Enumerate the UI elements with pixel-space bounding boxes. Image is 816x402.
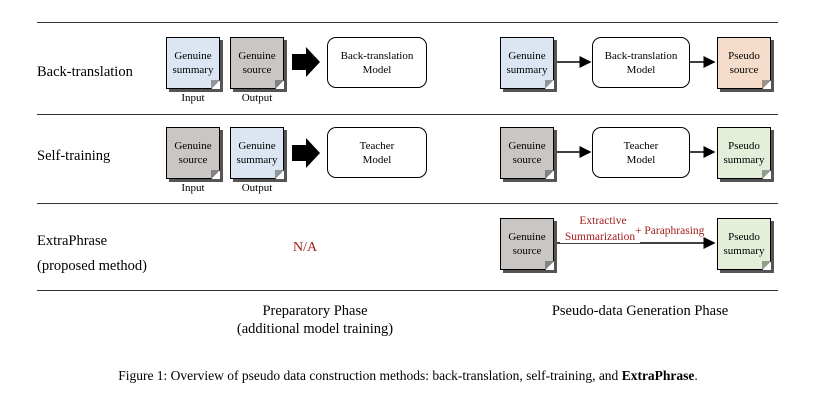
doc-genuine-summary-gen: Genuine summary (500, 37, 554, 89)
generation-phase-label: Pseudo-data Generation Phase (551, 303, 729, 319)
doc-genuine-summary-prep: Genuine summary (166, 37, 220, 89)
phase-title: Preparatory Phase (262, 303, 368, 319)
doc-label: Pseudo summary (723, 140, 765, 166)
na-label: N/A (293, 240, 318, 255)
doc-label: Genuine source (174, 140, 212, 166)
top-rule (37, 22, 778, 23)
doc-label: Genuine source (238, 50, 276, 76)
row-label-back-translation: Back-translation (37, 64, 133, 80)
doc-label: Genuine summary (236, 140, 278, 166)
extractive-label: Extractive (579, 215, 627, 227)
model-label: Teacher Model (623, 139, 659, 166)
back-translation-model-prep: Back-translation Model (327, 37, 427, 88)
block-arrow-row2 (292, 138, 320, 168)
model-label: Back-translation Model (604, 49, 678, 76)
doc-label: Genuine summary (506, 50, 548, 76)
doc-genuine-source-prep2: Genuine source (166, 127, 220, 179)
row-label-extraphrase: ExtraPhrase (37, 233, 108, 249)
input-caption-row2: Input (181, 182, 205, 194)
phase-subtitle: (additional model training) (236, 321, 394, 337)
output-caption-row1: Output (241, 92, 273, 104)
model-label: Teacher Model (359, 139, 395, 166)
rule-1 (37, 114, 778, 115)
doc-genuine-source-gen3: Genuine source (500, 218, 554, 270)
caption-suffix: . (694, 368, 698, 383)
doc-label: Genuine source (508, 231, 546, 257)
doc-pseudo-summary-2: Pseudo summary (717, 127, 771, 179)
doc-pseudo-summary-3: Pseudo summary (717, 218, 771, 270)
input-caption-row1: Input (181, 92, 205, 104)
summarization-label: Summarization (560, 231, 640, 243)
output-caption-row2: Output (241, 182, 273, 194)
doc-genuine-source-prep: Genuine source (230, 37, 284, 89)
row-label-proposed-method: (proposed method) (37, 258, 147, 274)
figure-caption: Figure 1: Overview of pseudo data constr… (0, 368, 816, 384)
doc-label: Genuine source (508, 140, 546, 166)
rule-2 (37, 203, 778, 204)
doc-label: Genuine summary (172, 50, 214, 76)
block-arrow-row1 (292, 47, 320, 77)
doc-genuine-source-gen2: Genuine source (500, 127, 554, 179)
model-label: Back-translation Model (340, 49, 414, 76)
teacher-model-prep: Teacher Model (327, 127, 427, 178)
back-translation-model-gen: Back-translation Model (592, 37, 690, 88)
doc-label: Pseudo summary (723, 231, 765, 257)
doc-pseudo-source: Pseudo source (717, 37, 771, 89)
paraphrasing-label: + Paraphrasing (635, 225, 705, 237)
caption-bold: ExtraPhrase (621, 368, 695, 383)
teacher-model-gen: Teacher Model (592, 127, 690, 178)
caption-prefix: Figure 1: Overview of pseudo data constr… (118, 368, 622, 383)
doc-label: Pseudo source (728, 50, 760, 76)
doc-genuine-summary-prep2: Genuine summary (230, 127, 284, 179)
bottom-rule (37, 290, 778, 291)
preparatory-phase-label: Preparatory Phase (additional model trai… (195, 302, 435, 338)
row-label-self-training: Self-training (37, 148, 111, 164)
